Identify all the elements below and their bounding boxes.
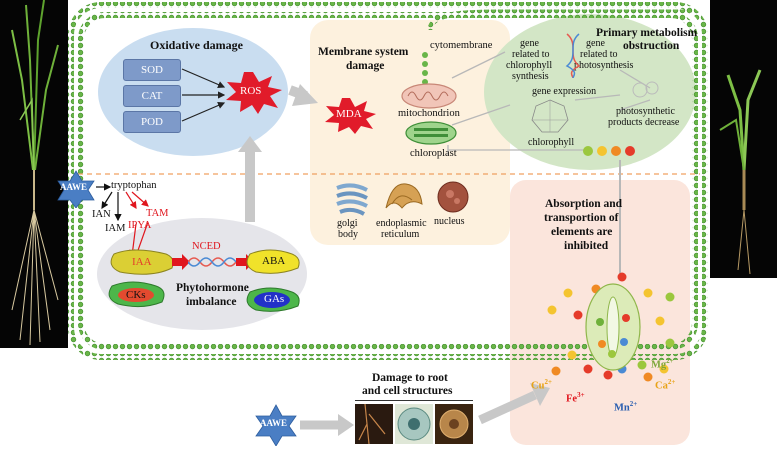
tryptophan-label: tryptophan: [111, 180, 157, 191]
rice-shoot-photo-right: [710, 0, 777, 171]
ros-burst-icon: [226, 72, 282, 114]
absorption-title-line1: Absorption and: [545, 198, 623, 210]
aawe-label-bottom: AAWE: [260, 418, 288, 428]
membrane-title-line1: Membrane system: [318, 46, 409, 58]
aba-blob: [246, 249, 300, 274]
photosynthetic-products-icon: [632, 81, 659, 98]
mda-label: MDA: [336, 108, 362, 120]
dna-strand-icon: [188, 257, 236, 267]
iaa-blob: [110, 249, 174, 275]
ion-dots-absorption: [547, 272, 675, 382]
chloroplast-label: chloroplast: [410, 148, 457, 159]
gene-chl-line3: chlorophyll: [506, 60, 553, 71]
cytomembrane-icon: [422, 52, 428, 85]
nucleus-icon: [437, 181, 469, 213]
er-label-line1: endoplasmic: [376, 218, 427, 229]
rice-root-photo-right: [710, 170, 777, 278]
enzyme-sod: SOD: [123, 59, 181, 81]
gas-label: GAs: [264, 293, 285, 305]
primary-title-line1: Primary metabolism: [596, 27, 698, 39]
mg-ion-label: Mg2+: [651, 357, 674, 371]
golgi-label-line2: body: [338, 229, 358, 240]
aawe-label-center: AAWE: [60, 182, 88, 192]
products-line2: products decrease: [608, 117, 680, 128]
iam-label: IAM: [105, 223, 126, 234]
enzyme-cat: CAT: [123, 85, 181, 107]
mn-ion-label: Mn2+: [614, 400, 638, 414]
root-title-line2: and cell structures: [362, 385, 453, 397]
gene-chl-line1: gene: [520, 38, 539, 49]
enzyme-pod: POD: [123, 111, 181, 133]
nucleus-label: nucleus: [434, 216, 465, 227]
dna-icon: [565, 33, 581, 79]
root-photo-2: [395, 404, 433, 444]
ion-dots-top: [583, 146, 635, 156]
iaa-label: IAA: [132, 256, 152, 268]
absorption-title-line4: inhibited: [564, 240, 609, 252]
golgi-label-line1: golgi: [337, 218, 358, 229]
tam-label: TAM: [146, 208, 169, 219]
products-line1: photosynthetic: [616, 106, 675, 117]
gene-ps-line2: related to: [580, 49, 618, 60]
gene-chl-line2: related to: [512, 49, 550, 60]
ipya-label: IPYA: [128, 220, 152, 231]
cytomembrane-label: cytomembrane: [430, 40, 493, 51]
chloroplast-icon: [405, 121, 457, 145]
absorption-title-line3: elements are: [551, 226, 613, 238]
aba-label: ABA: [262, 255, 286, 267]
gene-expression-label: gene expression: [532, 86, 597, 97]
root-photo-1: [355, 403, 393, 445]
chlorophyll-label: chlorophyll: [528, 137, 575, 148]
cks-label: CKs: [126, 289, 146, 301]
membrane-title-line2: damage: [346, 60, 385, 72]
er-label-line2: reticulum: [381, 229, 420, 240]
gas-blob: [246, 287, 300, 312]
ros-label: ROS: [240, 85, 262, 97]
gene-chl-line4: synthesis: [512, 71, 549, 82]
chlorophyll-molecule-icon: [531, 99, 569, 133]
primary-metabolism-ellipse: [484, 14, 696, 170]
mitochondrion-label: mitochondrion: [398, 108, 460, 119]
hormone-title-line1: Phytohormone: [176, 282, 249, 294]
mda-burst-icon: [325, 98, 376, 134]
mitochondrion-icon: [401, 83, 457, 109]
endoplasmic-reticulum-icon: [385, 183, 423, 209]
gene-ps-line3: photosynthesis: [574, 60, 634, 71]
golgi-body-icon: [336, 183, 368, 216]
red-arrow-iaa-nced: [172, 254, 190, 270]
aawe-star-bottom-icon: [255, 404, 297, 446]
ian-label: IAN: [92, 209, 111, 220]
guard-cell-icon: [585, 283, 641, 371]
ca-ion-label: Ca2+: [655, 378, 676, 392]
aawe-star-icon: [57, 170, 95, 208]
cu-ion-label: Cu2+: [531, 378, 552, 392]
root-title-underline: [355, 400, 473, 401]
fe-ion-label: Fe3+: [566, 391, 585, 405]
enzyme-to-ros-arrows: [181, 68, 226, 122]
oxidative-title: Oxidative damage: [150, 38, 243, 52]
nced-label: NCED: [192, 241, 221, 252]
root-photo-3: [435, 404, 473, 444]
hormone-title-line2: imbalance: [186, 296, 237, 308]
rice-root-photo-left: [0, 170, 68, 348]
absorption-title-line2: transportion of: [544, 212, 619, 224]
root-title-line1: Damage to root: [372, 372, 448, 384]
primary-title-line2: obstruction: [623, 40, 680, 52]
gene-ps-line1: gene: [586, 38, 605, 49]
cks-blob: [108, 281, 165, 308]
rice-shoot-photo-left: [0, 0, 68, 171]
